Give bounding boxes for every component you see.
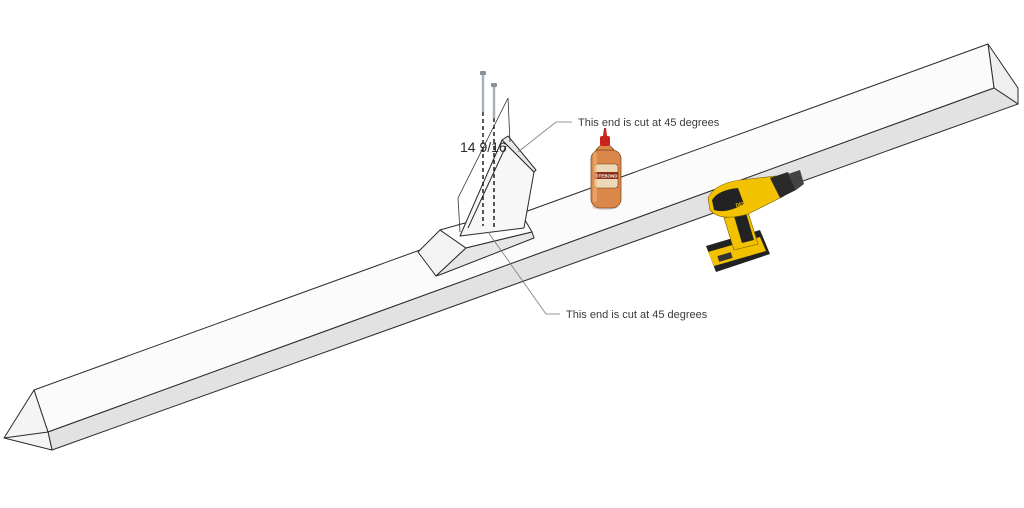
glue-bottle-icon: TITEBOND	[590, 128, 622, 210]
annotation-top: This end is cut at 45 degrees	[578, 117, 720, 129]
annotation-bottom: This end is cut at 45 degrees	[566, 309, 708, 321]
cordless-drill-icon: DEWALT	[706, 170, 804, 272]
glue-bottle-brand: TITEBOND	[595, 174, 619, 179]
glue-bottle-cap	[600, 136, 610, 146]
dimension-label: 14 9/16	[460, 139, 507, 155]
drill-brand: DEWALT	[735, 199, 757, 209]
angled-brace-edge	[467, 145, 507, 229]
support-block-side-face	[435, 231, 535, 277]
leader-bottom	[487, 231, 560, 315]
angled-brace	[459, 135, 537, 237]
screw-right	[491, 83, 497, 228]
beam-left-edge	[3, 431, 49, 439]
beam-left-miter-face	[3, 389, 53, 451]
beam-side-face	[47, 87, 1019, 451]
leader-lines	[487, 121, 572, 315]
leader-top	[517, 121, 572, 153]
screws	[480, 71, 497, 228]
screw-left	[480, 71, 486, 226]
dimension-lines	[457, 97, 511, 233]
angled-brace-top-face	[501, 135, 537, 173]
drill-chuck	[770, 172, 796, 198]
